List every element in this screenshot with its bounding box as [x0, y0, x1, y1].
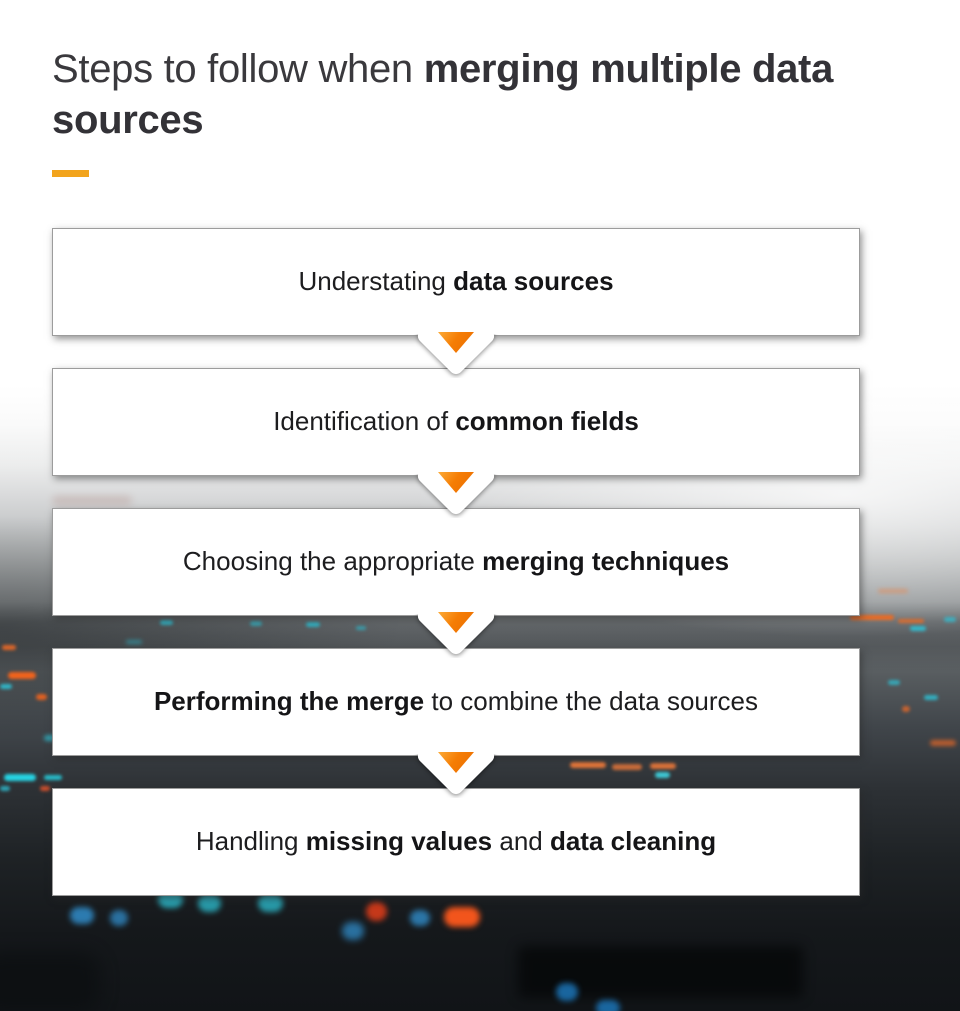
- bokeh-dot: [924, 695, 938, 700]
- step-label: Understating data sources: [298, 266, 613, 297]
- bokeh-dot: [902, 706, 910, 712]
- bokeh-dot: [8, 672, 36, 679]
- step-label-segment: Identification of: [273, 406, 456, 437]
- bokeh-dot: [0, 952, 100, 1011]
- step-box-1: Understating data sources: [52, 228, 860, 336]
- bokeh-dot: [888, 680, 900, 685]
- bokeh-dot: [126, 640, 142, 644]
- steps-flow: Understating data sources Identification…: [52, 228, 860, 896]
- bokeh-dot: [36, 694, 47, 700]
- step-label-segment: Understating: [298, 266, 454, 297]
- step-label: Identification of common fields: [273, 406, 639, 437]
- bokeh-dot: [356, 626, 366, 630]
- step-label-segment: Choosing the appropriate: [182, 546, 483, 577]
- step-label-segment-bold: Performing the merge: [153, 686, 425, 717]
- step-box-3: Choosing the appropriate merging techniq…: [52, 508, 860, 616]
- bokeh-dot: [366, 902, 387, 921]
- bokeh-dot: [655, 772, 670, 778]
- step-2: Identification of common fields: [52, 368, 860, 518]
- bokeh-dot: [44, 775, 62, 780]
- bokeh-dot: [556, 983, 578, 1001]
- bokeh-dot: [306, 622, 320, 627]
- step-label: Choosing the appropriate merging techniq…: [183, 546, 729, 577]
- step-box-4: Performing the merge to combine the data…: [52, 648, 860, 756]
- bokeh-dot: [570, 762, 606, 768]
- bokeh-dot: [650, 763, 676, 769]
- bokeh-dot: [70, 907, 94, 924]
- bokeh-dot: [850, 615, 894, 620]
- bokeh-dot: [910, 626, 926, 631]
- bokeh-dot: [444, 907, 480, 927]
- bokeh-dot: [930, 740, 956, 746]
- bokeh-dot: [44, 735, 56, 741]
- bokeh-dot: [878, 589, 908, 593]
- step-label-segment: and: [492, 826, 550, 857]
- bokeh-dot: [410, 910, 430, 926]
- title-text-emphasis: merging multiple data sources: [52, 47, 834, 142]
- step-box-2: Identification of common fields: [52, 368, 860, 476]
- bokeh-dot: [0, 684, 12, 689]
- step-label-segment-bold: merging techniques: [482, 546, 730, 577]
- step-label: Handling missing values and data cleanin…: [196, 826, 716, 857]
- title-accent-bar: [52, 170, 89, 177]
- step-1: Understating data sources: [52, 228, 860, 378]
- bokeh-dot: [596, 1000, 620, 1011]
- title-text: Steps to follow when: [52, 47, 424, 91]
- step-label-segment-bold: data cleaning: [549, 826, 717, 857]
- bokeh-dot: [258, 894, 283, 912]
- bokeh-dot: [110, 910, 128, 926]
- bokeh-dot: [2, 645, 16, 650]
- step-4: Performing the merge to combine the data…: [52, 648, 860, 798]
- step-3: Choosing the appropriate merging techniq…: [52, 508, 860, 658]
- bokeh-dot: [612, 764, 642, 770]
- step-box-5: Handling missing values and data cleanin…: [52, 788, 860, 896]
- page-title: Steps to follow when merging multiple da…: [52, 44, 897, 146]
- bokeh-dot: [160, 620, 173, 625]
- step-label-segment: Handling: [195, 826, 306, 857]
- bokeh-dot: [342, 922, 364, 940]
- bokeh-dot: [0, 786, 10, 791]
- bokeh-dot: [898, 619, 924, 623]
- bokeh-dot: [250, 621, 262, 626]
- step-5: Handling missing values and data cleanin…: [52, 788, 860, 896]
- step-label: Performing the merge to combine the data…: [154, 686, 758, 717]
- bokeh-dot: [4, 774, 36, 781]
- step-label-segment: to combine the data sources: [424, 686, 759, 717]
- bokeh-dot: [198, 894, 221, 912]
- bokeh-dot: [944, 617, 956, 622]
- step-label-segment-bold: common fields: [455, 406, 639, 437]
- bokeh-dot: [40, 786, 50, 791]
- step-label-segment-bold: missing values: [305, 826, 493, 857]
- bokeh-dot: [52, 496, 132, 505]
- step-label-segment-bold: data sources: [453, 266, 614, 297]
